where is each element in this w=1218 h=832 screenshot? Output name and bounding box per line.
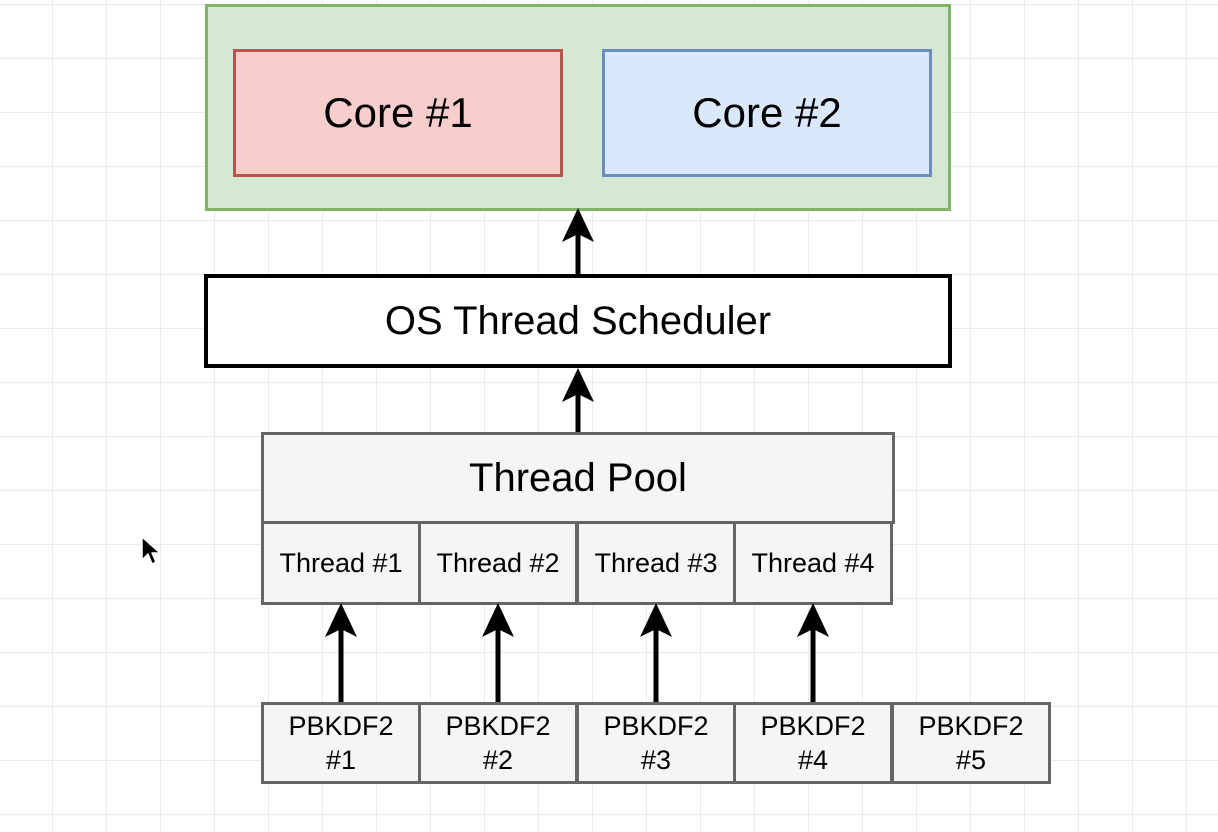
task-number: #1 bbox=[325, 745, 357, 775]
task-name: PBKDF2 bbox=[288, 711, 394, 741]
task-number: #2 bbox=[482, 745, 514, 775]
mouse-pointer-icon bbox=[141, 536, 161, 565]
task-number: #5 bbox=[955, 745, 987, 775]
task-number: #3 bbox=[640, 745, 672, 775]
thread-4-cell: Thread #4 bbox=[733, 521, 893, 605]
arrow-task-1-to-thread-1 bbox=[325, 603, 357, 702]
pbkdf2-task-4: PBKDF2 #4 bbox=[733, 702, 893, 784]
task-name: PBKDF2 bbox=[445, 711, 551, 741]
arrow-pool-to-scheduler bbox=[562, 368, 594, 432]
pbkdf2-task-3: PBKDF2 #3 bbox=[576, 702, 736, 784]
task-name: PBKDF2 bbox=[603, 711, 709, 741]
task-number: #4 bbox=[797, 745, 829, 775]
task-name: PBKDF2 bbox=[760, 711, 866, 741]
pbkdf2-task-5: PBKDF2 #5 bbox=[891, 702, 1051, 784]
core-1-box: Core #1 bbox=[233, 49, 563, 177]
arrow-task-2-to-thread-2 bbox=[482, 603, 514, 702]
core-2-box: Core #2 bbox=[602, 49, 932, 177]
arrow-task-4-to-thread-4 bbox=[797, 603, 829, 702]
thread-1-cell: Thread #1 bbox=[261, 521, 421, 605]
arrow-scheduler-to-cpu bbox=[562, 208, 594, 274]
task-name: PBKDF2 bbox=[918, 711, 1024, 741]
arrow-task-3-to-thread-3 bbox=[640, 603, 672, 702]
os-thread-scheduler-box: OS Thread Scheduler bbox=[204, 274, 952, 368]
pbkdf2-task-1: PBKDF2 #1 bbox=[261, 702, 421, 784]
